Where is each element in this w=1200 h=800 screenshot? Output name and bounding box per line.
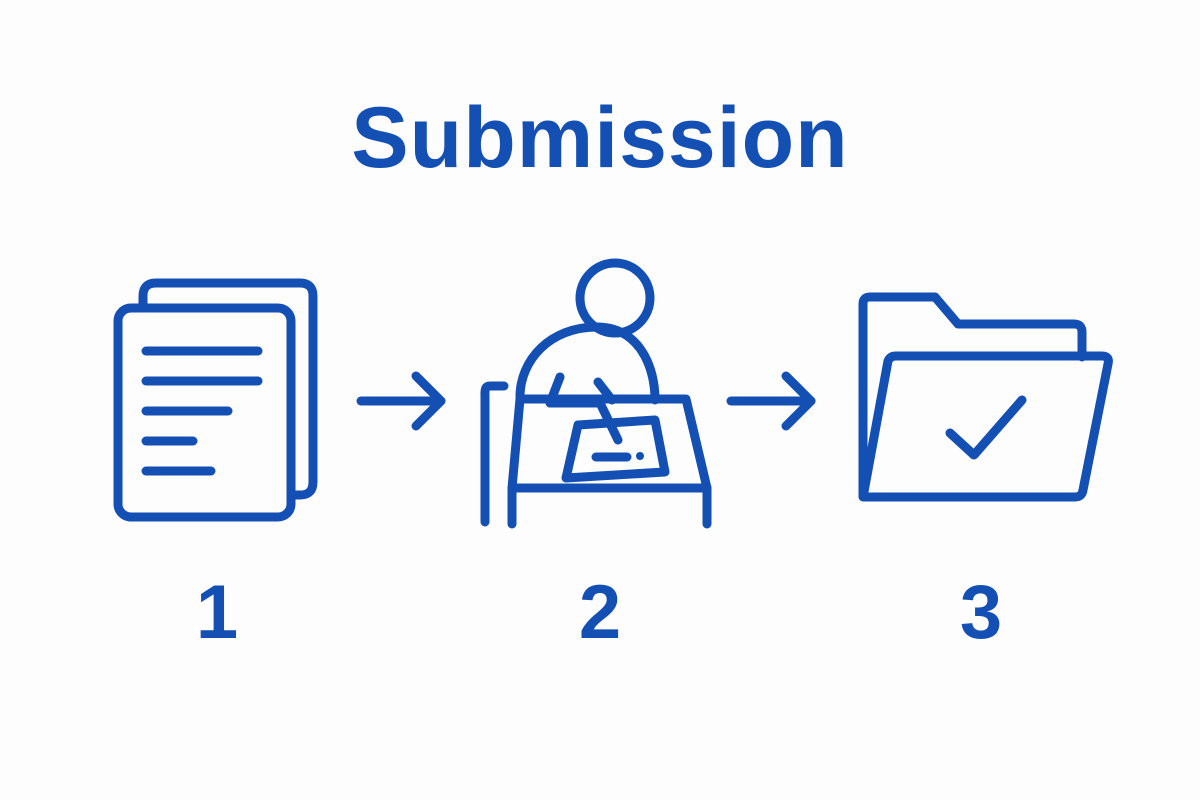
arrow-right-icon bbox=[356, 371, 446, 431]
folder-check-icon bbox=[858, 292, 1113, 502]
step-number-2: 2 bbox=[578, 570, 622, 655]
documents-icon bbox=[113, 278, 318, 522]
arrow-right-icon bbox=[726, 371, 816, 431]
step-number-3: 3 bbox=[959, 570, 1003, 655]
step-number-1: 1 bbox=[195, 570, 239, 655]
diagram-title: Submission bbox=[351, 90, 849, 186]
person-writing-at-desk-icon bbox=[480, 258, 712, 529]
